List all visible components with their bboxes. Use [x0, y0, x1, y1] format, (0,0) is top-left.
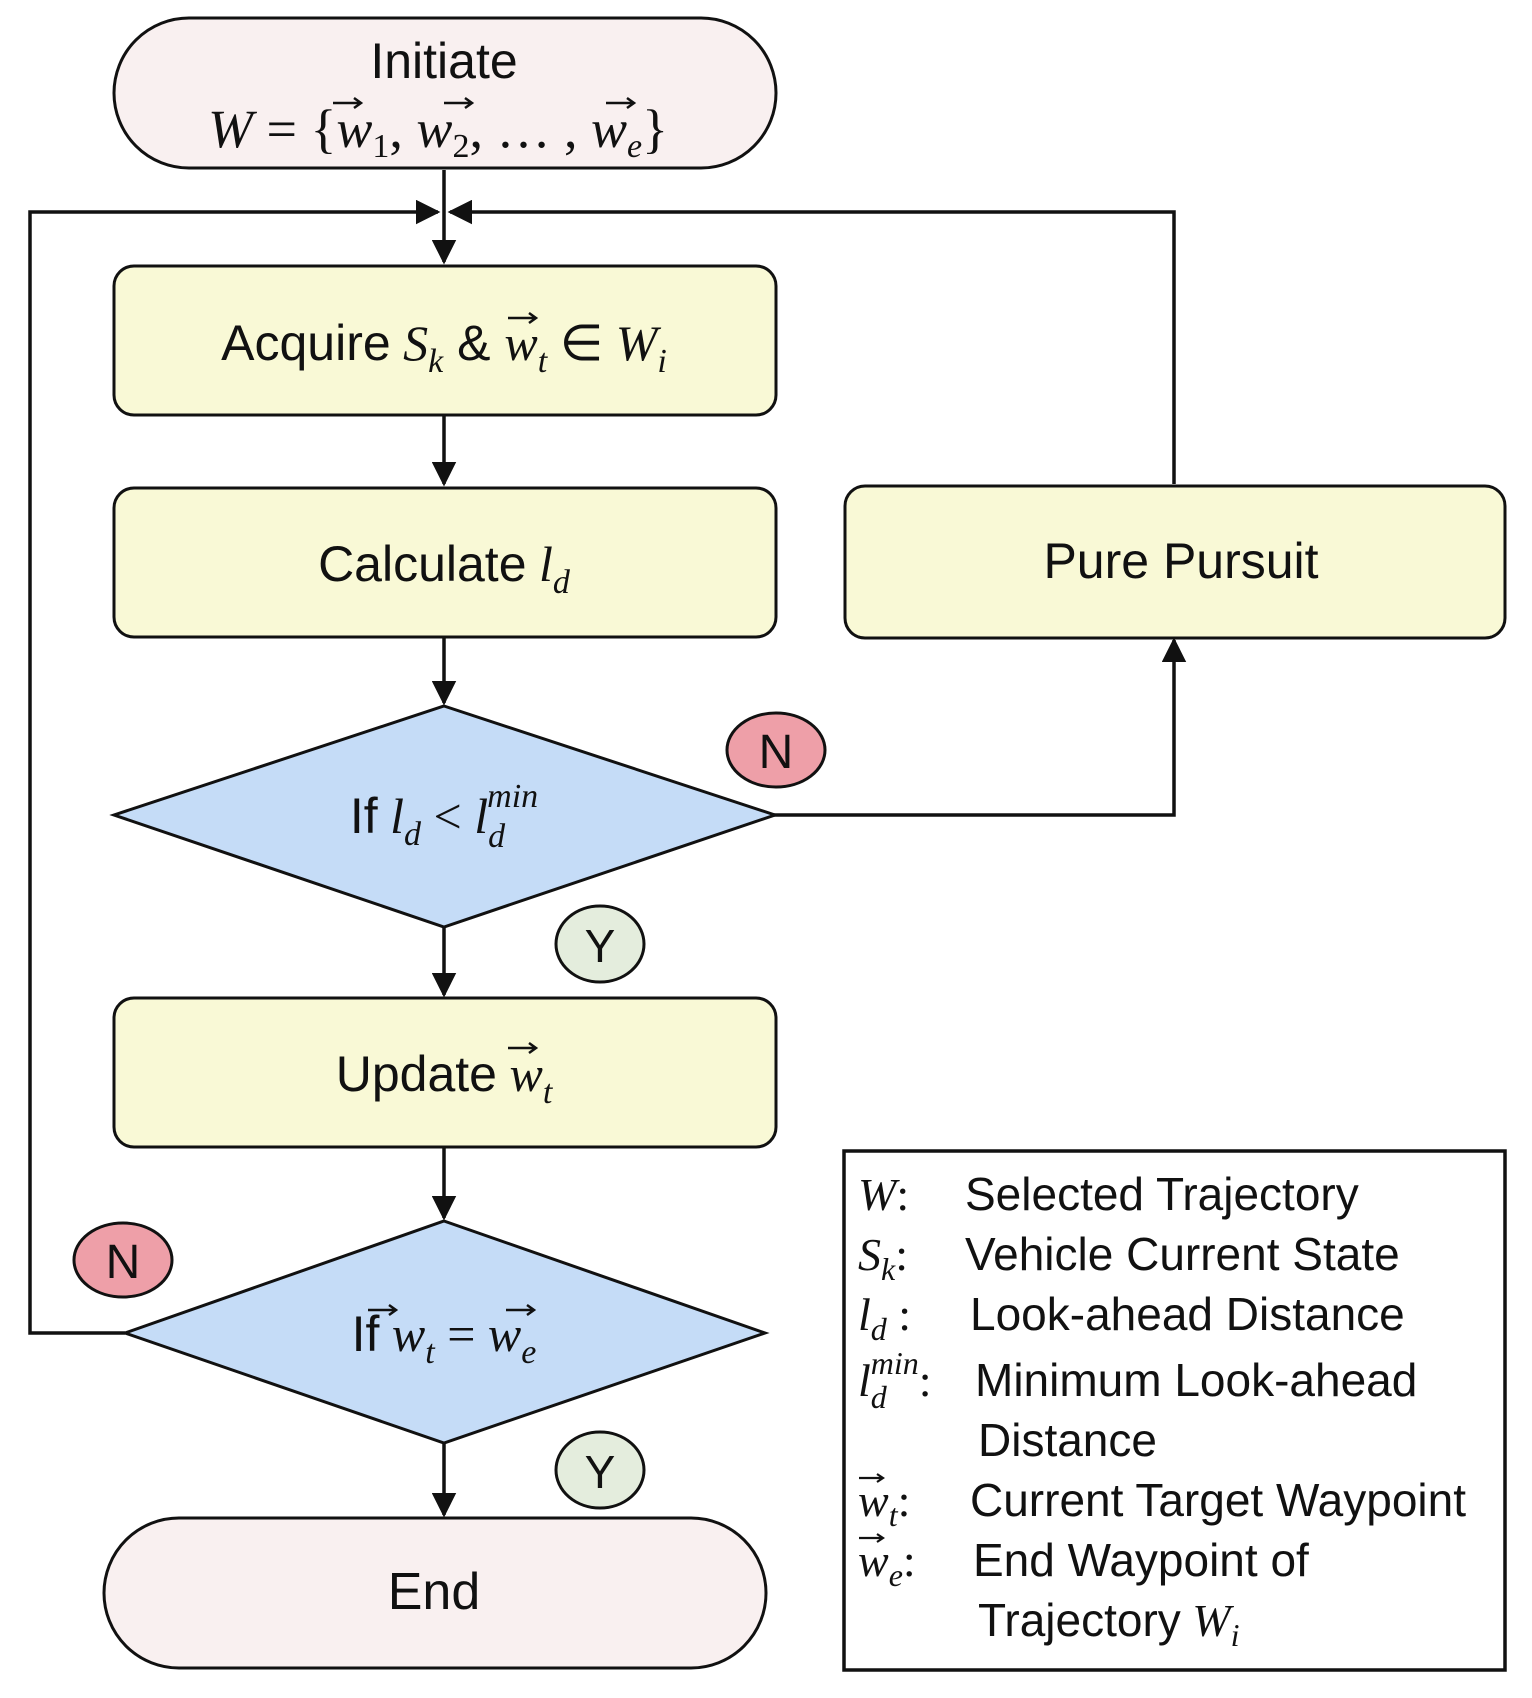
svg-text:Current Target Waypoint: Current Target Waypoint — [970, 1474, 1466, 1526]
check-ld-decision: If ld < ldmin — [109, 704, 780, 929]
yes-badge-check-ld: Y — [554, 904, 646, 984]
start-title: Initiate — [370, 33, 517, 89]
pure-pursuit-process: Pure Pursuit — [843, 484, 1507, 640]
vector-arrow-icon — [508, 1041, 539, 1055]
end-terminal: End — [102, 1516, 768, 1670]
svg-text:ldmin:: ldmin: — [858, 1345, 932, 1415]
legend-item-we: we: End Waypoint of Trajectory Wi — [858, 1533, 1309, 1653]
svg-text:Selected Trajectory: Selected Trajectory — [965, 1168, 1359, 1220]
pure-pursuit-label: Pure Pursuit — [1043, 533, 1318, 589]
arrow-pure-pursuit-loop-back — [447, 199, 1176, 484]
calculate-process-shape — [112, 486, 778, 639]
arrow-check-end-no-loop-back — [28, 199, 441, 1335]
vector-arrow-icon — [508, 311, 539, 325]
svg-text:W:: W: — [858, 1169, 909, 1220]
legend: W: Selected Trajectory Sk: Vehicle Curre… — [842, 1149, 1507, 1672]
svg-text:Vehicle Current State: Vehicle Current State — [965, 1228, 1400, 1280]
start-terminal-shape — [112, 16, 778, 170]
check-end-decision: If wt = we — [120, 1219, 770, 1445]
end-label: End — [388, 1563, 481, 1621]
svg-text:End Waypoint of: End Waypoint of — [973, 1534, 1309, 1586]
legend-item-ld: ld : Look-ahead Distance — [858, 1288, 1405, 1347]
pure-pursuit-process-shape — [843, 484, 1507, 640]
svg-text:Y: Y — [585, 1446, 616, 1498]
acquire-process-shape — [112, 264, 778, 417]
svg-text:N: N — [106, 1236, 141, 1289]
arrow-check-ld-no-to-pure-pursuit — [773, 637, 1187, 817]
acquire-label: Acquire Sk & wt ∈ Wi — [221, 315, 667, 380]
svg-text:Minimum Look-ahead: Minimum Look-ahead — [975, 1354, 1417, 1406]
svg-text:Sk:: Sk: — [858, 1229, 908, 1287]
svg-text:we:: we: — [858, 1535, 916, 1593]
legend-item-w: W: Selected Trajectory — [858, 1168, 1359, 1220]
svg-text:N: N — [759, 726, 794, 779]
svg-text:ld :: ld : — [858, 1289, 911, 1347]
legend-box — [842, 1149, 1507, 1672]
calculate-process: Calculate ld — [112, 486, 778, 639]
svg-text:Trajectory Wi: Trajectory Wi — [978, 1594, 1240, 1653]
no-badge-check-end: N — [72, 1221, 174, 1299]
no-badge-check-ld: N — [725, 711, 827, 789]
start-terminal: Initiate W = {w1, w2, … , we} — [112, 16, 778, 170]
check-end-decision-shape — [120, 1219, 770, 1445]
svg-text:wt:: wt: — [858, 1475, 910, 1533]
calculate-label: Calculate ld — [318, 536, 571, 601]
end-terminal-shape — [102, 1516, 768, 1670]
legend-item-ld-min: ldmin: Minimum Look-ahead Distance — [858, 1345, 1417, 1466]
start-math: W = {w1, w2, … , we} — [208, 99, 668, 165]
legend-item-wt: wt: Current Target Waypoint — [858, 1473, 1466, 1533]
vector-arrow-icons — [368, 1303, 537, 1317]
check-ld-decision-shape — [109, 704, 780, 929]
update-process-shape — [112, 996, 778, 1149]
update-label: Update wt — [336, 1046, 554, 1111]
yes-badge-check-end: Y — [554, 1430, 646, 1510]
legend-item-sk: Sk: Vehicle Current State — [858, 1228, 1400, 1287]
vector-arrow-icon — [859, 1473, 885, 1483]
connectors — [28, 170, 1187, 1518]
acquire-process: Acquire Sk & wt ∈ Wi — [112, 264, 778, 417]
update-process: Update wt — [112, 996, 778, 1149]
vector-arrow-icon — [859, 1533, 885, 1543]
svg-text:Look-ahead Distance: Look-ahead Distance — [970, 1288, 1405, 1340]
check-ld-label: If ld < ldmin — [350, 778, 538, 855]
vector-arrow-icons — [333, 96, 637, 110]
svg-text:Distance: Distance — [978, 1414, 1157, 1466]
svg-text:Y: Y — [585, 920, 616, 972]
check-end-label: If wt = we — [352, 1306, 537, 1371]
